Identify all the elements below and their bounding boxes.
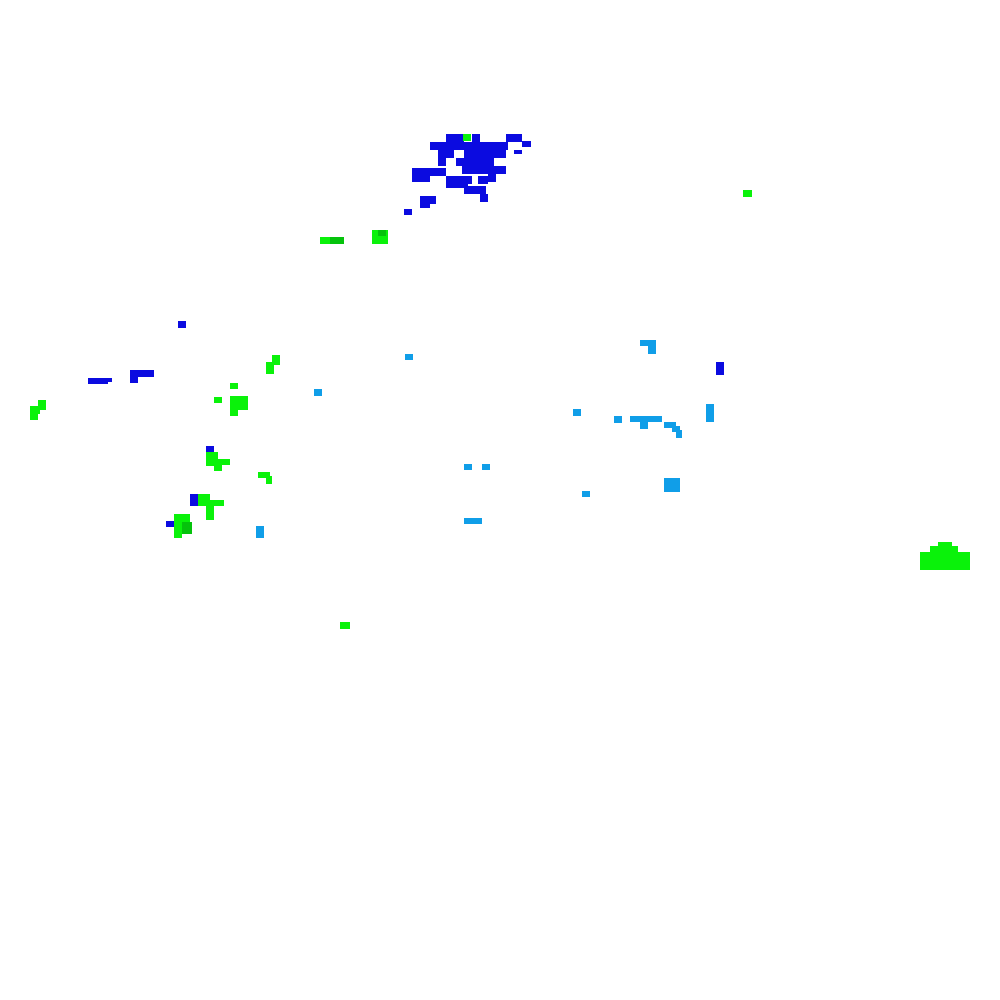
blue-pixel	[420, 204, 430, 208]
sky-pixel	[482, 464, 490, 470]
blue-pixel	[514, 150, 522, 154]
green-pixel	[206, 506, 214, 520]
green-pixel	[340, 622, 350, 629]
green-pixel	[266, 476, 272, 484]
blue-pixel	[498, 142, 508, 150]
blue-pixel	[206, 446, 214, 453]
green-pixel	[30, 412, 38, 420]
green-pixel	[230, 396, 248, 410]
sky-pixel	[672, 426, 680, 432]
blue-pixel	[456, 142, 500, 150]
green-pixel	[266, 362, 274, 374]
green-pixel	[378, 230, 386, 236]
sky-pixel	[664, 478, 680, 492]
blue-pixel	[506, 134, 522, 142]
blue-pixel	[88, 378, 108, 384]
green-pixel	[258, 472, 270, 478]
blue-pixel	[412, 176, 430, 182]
green-pixel	[920, 552, 970, 570]
sky-pixel	[706, 404, 714, 422]
blue-pixel	[430, 142, 456, 150]
blue-pixel	[488, 174, 496, 182]
sky-pixel	[464, 464, 472, 470]
sky-pixel	[676, 430, 682, 438]
blue-pixel	[472, 134, 480, 142]
blue-pixel	[446, 176, 472, 184]
green-pixel	[272, 355, 280, 365]
blue-pixel	[522, 141, 531, 147]
green-pixel	[230, 383, 238, 389]
blue-pixel	[470, 166, 506, 174]
green-pixel	[214, 397, 222, 403]
blue-pixel	[130, 376, 138, 383]
blue-pixel	[446, 184, 468, 188]
blue-pixel	[438, 158, 446, 166]
blue-pixel	[130, 370, 154, 377]
blue-pixel	[412, 168, 446, 176]
blue-pixel	[462, 166, 470, 174]
green-pixel	[214, 459, 230, 465]
green-pixel	[230, 408, 238, 416]
sky-pixel	[630, 416, 662, 422]
green-pixel	[38, 400, 46, 410]
green-pixel	[214, 464, 222, 471]
green-pixel	[174, 526, 182, 538]
green-pixel	[930, 546, 958, 554]
green-pixel	[30, 406, 40, 414]
blue-pixel	[438, 150, 454, 158]
sky-pixel	[256, 526, 264, 538]
sky-pixel	[614, 416, 622, 423]
sky-pixel	[664, 422, 676, 428]
sky-pixel	[640, 340, 656, 346]
sky-pixel	[648, 346, 656, 354]
blue-pixel	[464, 150, 506, 158]
blue-pixel	[716, 362, 724, 375]
green-pixel	[743, 190, 752, 197]
green-pixel	[330, 237, 344, 244]
blue-pixel	[420, 196, 436, 204]
sky-pixel	[640, 422, 648, 429]
sky-pixel	[314, 389, 322, 396]
green-pixel	[938, 542, 952, 548]
sky-pixel	[464, 518, 482, 524]
sky-pixel	[405, 354, 413, 360]
green-pixel	[206, 500, 224, 506]
blue-pixel	[446, 134, 464, 142]
sky-pixel	[573, 409, 581, 416]
blue-pixel	[480, 194, 488, 202]
green-pixel	[182, 522, 192, 534]
blue-pixel	[404, 209, 412, 215]
sky-pixel	[582, 491, 590, 497]
blue-pixel	[178, 321, 186, 328]
green-pixel-in-blue	[463, 134, 471, 141]
blue-pixel	[456, 158, 494, 166]
blue-pixel	[104, 378, 112, 382]
blue-pixel	[166, 521, 176, 527]
blue-pixel	[464, 186, 486, 194]
blue-pixel	[190, 494, 198, 506]
blue-pixel	[478, 176, 488, 184]
